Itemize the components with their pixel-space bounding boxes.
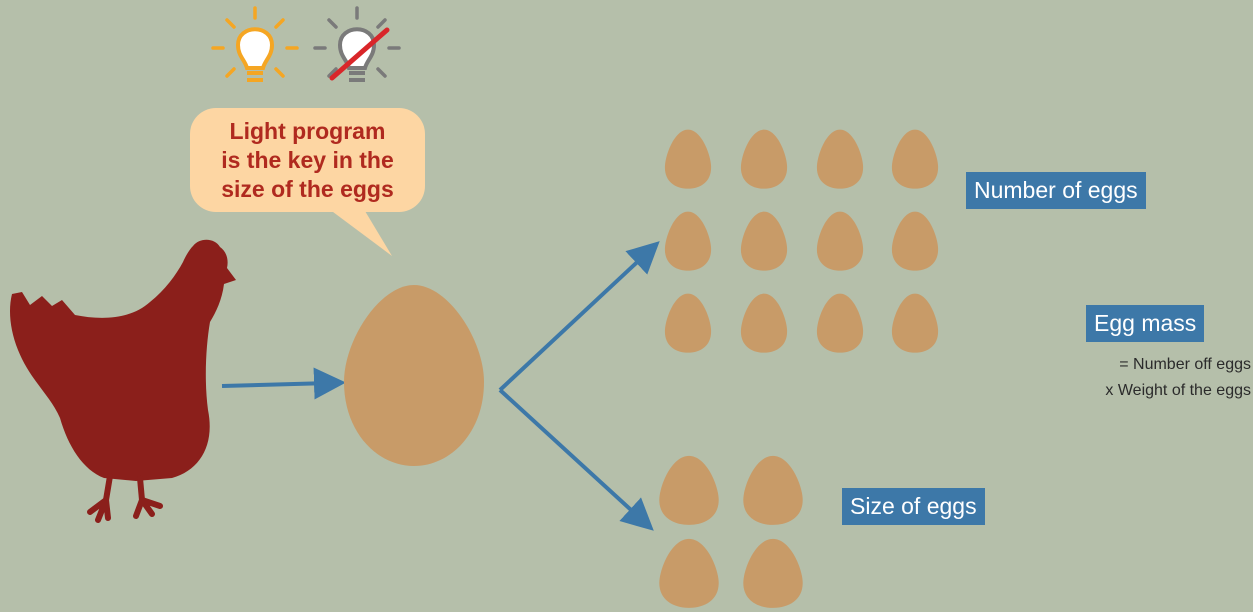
speech-bubble-line-2: is the key in the [221,146,394,173]
egg-icon [664,293,712,353]
egg-icon [659,455,719,525]
speech-bubble-line-3: size of the eggs [221,175,394,202]
egg-grid-size [659,455,803,608]
lightbulb-off-icon [313,6,401,82]
egg-icon [816,293,864,353]
egg-icon [740,211,788,271]
speech-bubble-line-1: Light program [229,117,386,144]
speech-bubble: Light program is the key in the size of … [190,108,425,212]
egg-grid-number [664,129,939,353]
arrow-to-number-of-eggs [498,241,660,392]
lightbulb-on-icon [211,6,299,82]
egg-icon [816,211,864,271]
formula-line-2: x Weight of the eggs [1105,382,1251,399]
strike-through-line [329,27,390,81]
egg-icon [891,293,939,353]
egg-icon [740,293,788,353]
egg-mass-formula: = Number off eggs x Weight of the eggs [1105,352,1251,404]
egg-icon [891,211,939,271]
size-of-eggs-label: Size of eggs [842,488,985,525]
egg-icon [891,129,939,189]
arrow-to-size-of-eggs [498,388,654,531]
speech-bubble-tail [325,206,392,256]
egg-icon [816,129,864,189]
egg-icon [740,129,788,189]
egg-icon [743,538,803,608]
arrow-hen-to-egg [221,367,346,400]
hen-icon [10,239,236,523]
egg-icon [664,129,712,189]
egg-mass-label: Egg mass [1086,305,1205,342]
egg-icon [659,538,719,608]
egg-icon [743,455,803,525]
number-of-eggs-label: Number of eggs [966,172,1146,209]
formula-line-1: = Number off eggs [1119,356,1251,373]
large-egg [344,285,484,466]
egg-icon [664,211,712,271]
